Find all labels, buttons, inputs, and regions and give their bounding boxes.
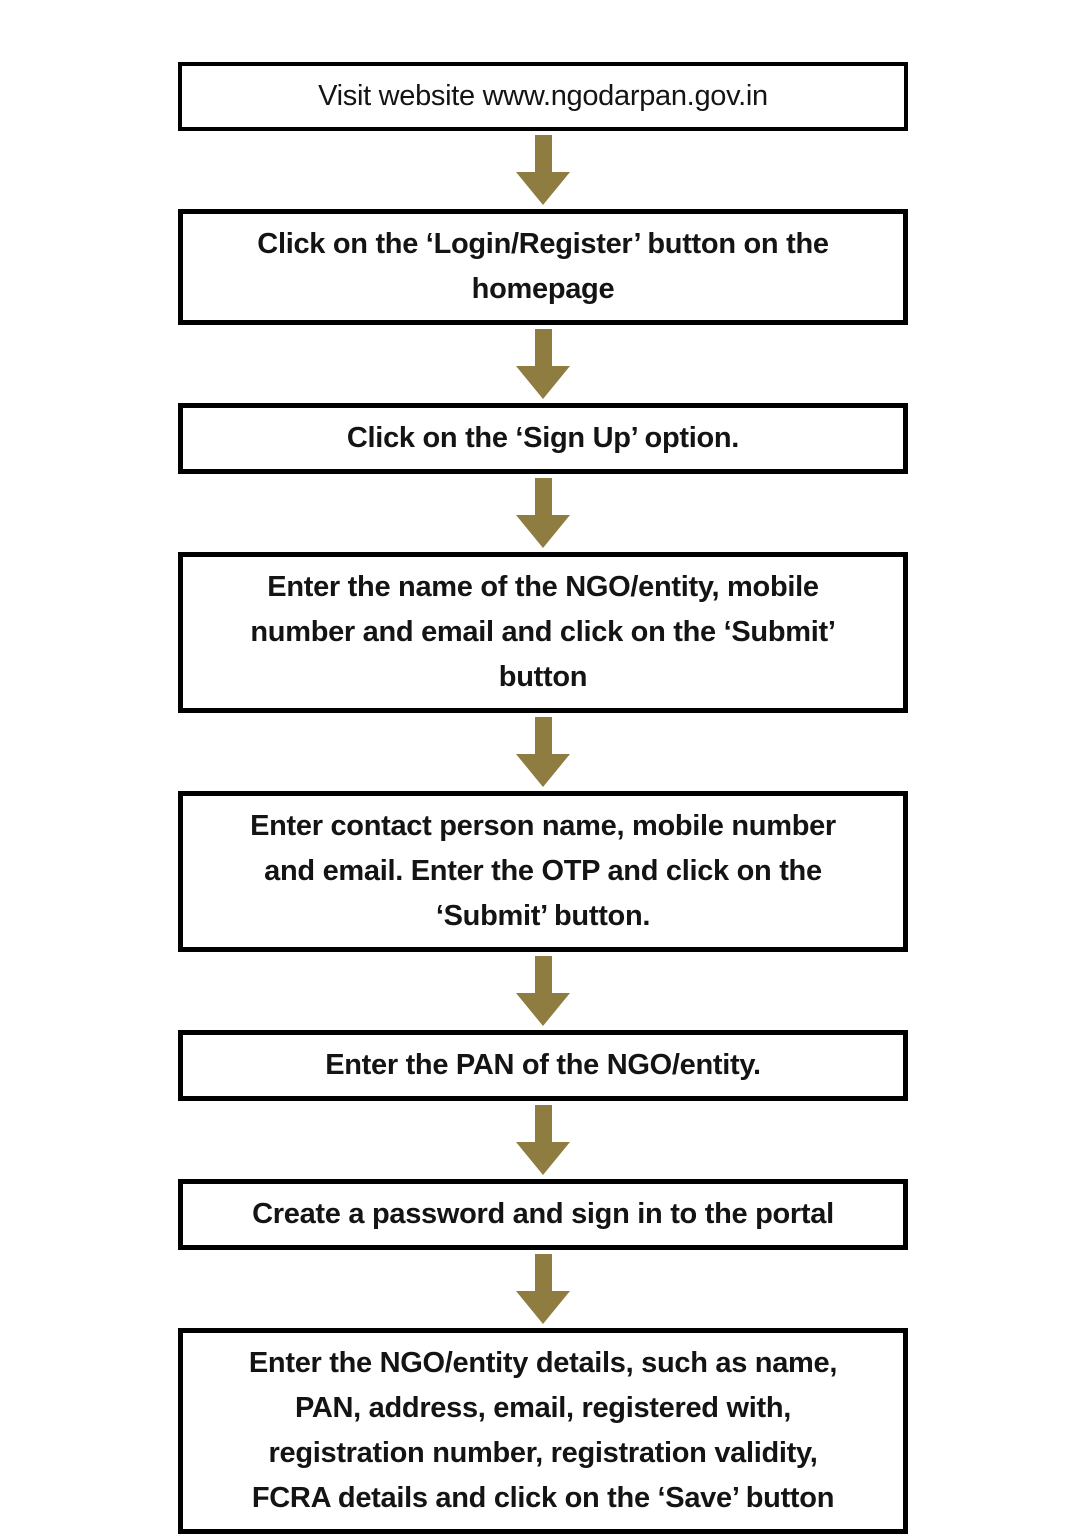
flow-step-label: Click on the ‘Sign Up’ option. bbox=[346, 422, 740, 454]
flow-step: Click on the ‘Sign Up’ option. bbox=[178, 403, 908, 552]
arrow-shaft bbox=[534, 135, 552, 172]
flow-step-box: Click on the ‘Sign Up’ option. bbox=[178, 403, 908, 474]
arrow-head bbox=[516, 172, 570, 205]
flowchart: Visit website www.ngodarpan.gov.in Click… bbox=[178, 0, 908, 1534]
flow-step-label: Visit website www.ngodarpan.gov.in bbox=[318, 80, 768, 112]
flow-step-label: Enter contact person name, mobile number… bbox=[250, 810, 836, 932]
down-arrow-icon bbox=[516, 956, 570, 1026]
arrow-head bbox=[516, 754, 570, 787]
flow-step-box: Enter the name of the NGO/entity, mobile… bbox=[178, 552, 908, 713]
arrow-head bbox=[516, 515, 570, 548]
flow-step-box: Enter the NGO/entity details, such as na… bbox=[178, 1328, 908, 1534]
arrow-shaft bbox=[534, 956, 552, 993]
down-arrow-icon bbox=[516, 329, 570, 399]
flow-step: Click on the ‘Login/Register’ button on … bbox=[178, 209, 908, 403]
flow-step-box: Visit website www.ngodarpan.gov.in bbox=[178, 62, 908, 131]
arrow-shaft bbox=[534, 717, 552, 754]
flow-step-box: Enter contact person name, mobile number… bbox=[178, 791, 908, 952]
arrow-shaft bbox=[534, 1254, 552, 1291]
flow-step: Enter the NGO/entity details, such as na… bbox=[178, 1328, 908, 1534]
down-arrow-icon bbox=[516, 1105, 570, 1175]
flow-step-label: Click on the ‘Login/Register’ button on … bbox=[257, 228, 829, 305]
flow-step-label: Enter the name of the NGO/entity, mobile… bbox=[250, 571, 836, 693]
down-arrow-icon bbox=[516, 717, 570, 787]
flow-step: Visit website www.ngodarpan.gov.in bbox=[178, 62, 908, 209]
arrow-shaft bbox=[534, 329, 552, 366]
flow-step: Enter the name of the NGO/entity, mobile… bbox=[178, 552, 908, 791]
flow-step: Enter contact person name, mobile number… bbox=[178, 791, 908, 1030]
flow-step-box: Click on the ‘Login/Register’ button on … bbox=[178, 209, 908, 325]
flow-step: Create a password and sign in to the por… bbox=[178, 1179, 908, 1328]
down-arrow-icon bbox=[516, 1254, 570, 1324]
flow-step-label: Enter the NGO/entity details, such as na… bbox=[248, 1347, 838, 1514]
flow-step-box: Create a password and sign in to the por… bbox=[178, 1179, 908, 1250]
arrow-head bbox=[516, 1291, 570, 1324]
flow-step-box: Enter the PAN of the NGO/entity. bbox=[178, 1030, 908, 1101]
arrow-shaft bbox=[534, 478, 552, 515]
down-arrow-icon bbox=[516, 478, 570, 548]
flow-step-label: Enter the PAN of the NGO/entity. bbox=[325, 1049, 761, 1081]
down-arrow-icon bbox=[516, 135, 570, 205]
flow-step-label: Create a password and sign in to the por… bbox=[252, 1198, 834, 1230]
arrow-head bbox=[516, 1142, 570, 1175]
arrow-head bbox=[516, 993, 570, 1026]
arrow-shaft bbox=[534, 1105, 552, 1142]
flow-step: Enter the PAN of the NGO/entity. bbox=[178, 1030, 908, 1179]
arrow-head bbox=[516, 366, 570, 399]
